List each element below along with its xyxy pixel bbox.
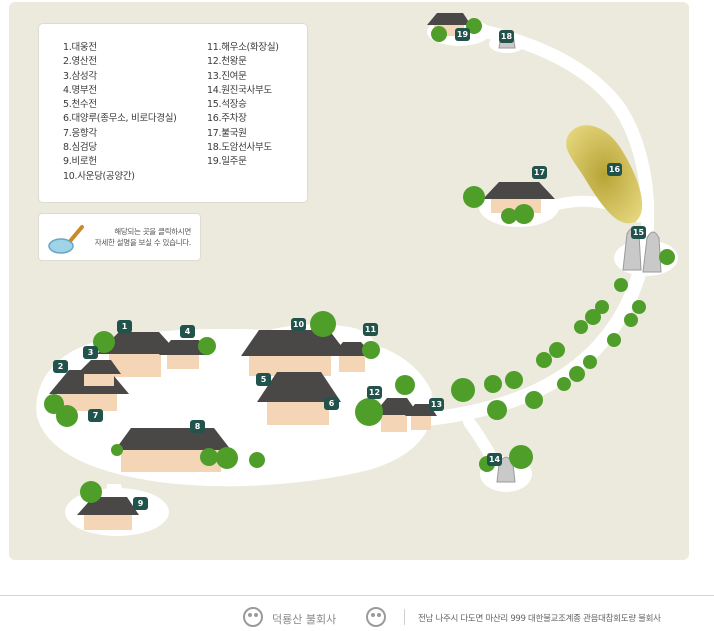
legend-item[interactable]: 17.불국원 — [207, 127, 247, 139]
footer-logo-text: 덕룡산 불회사 — [272, 613, 337, 626]
marker-9[interactable]: 9 — [133, 497, 148, 510]
marker-4[interactable]: 4 — [180, 325, 195, 338]
hint-line-2: 자세한 설명을 보실 수 있습니다. — [94, 238, 192, 247]
legend-item[interactable]: 18.도암선사부도 — [207, 142, 272, 154]
marker-18[interactable]: 18 — [499, 30, 514, 43]
legend-item[interactable]: 4.명부전 — [63, 84, 97, 96]
legend-item[interactable]: 2.영산전 — [63, 56, 97, 68]
marker-7[interactable]: 7 — [88, 409, 103, 422]
footer-address: 전남 나주시 다도면 마산리 999 대한불교조계종 관음대참회도량 불회사 — [418, 614, 661, 624]
legend-item[interactable]: 10.사운당(공양간) — [63, 170, 135, 182]
hint-box: 해당되는 곳을 클릭하시면 자세한 설명을 보실 수 있습니다. — [38, 213, 201, 261]
stone-figures — [496, 30, 662, 483]
magnifier-icon — [48, 225, 84, 254]
legend-item[interactable]: 19.일주문 — [207, 156, 247, 168]
footer-divider — [0, 595, 714, 596]
legend-item[interactable]: 1.대웅전 — [63, 42, 97, 53]
marker-1[interactable]: 1 — [117, 320, 132, 333]
building-group — [49, 13, 555, 530]
legend-item[interactable]: 16.주차장 — [207, 113, 247, 125]
marker-15[interactable]: 15 — [631, 226, 646, 239]
hint-line-1: 해당되는 곳을 클릭하시면 — [114, 227, 191, 236]
legend-item[interactable]: 6.대양루(종무소, 비로다경실) — [63, 113, 177, 125]
legend-item[interactable]: 8.심검당 — [63, 142, 97, 154]
trees — [44, 18, 675, 503]
legend-list-right: 11.해우소(화장실) 12.천왕문 13.진여문 14.원진국사부도 15.석장승 16… — [207, 41, 279, 170]
marker-12[interactable]: 12 — [367, 386, 382, 399]
map-illustration — [36, 13, 678, 536]
legend-box: 1.대웅전 2.영산전 3.삼성각 4.명부전 5.천수전 6.대양루(종무소, 비로다경… — [38, 23, 308, 203]
marker-5[interactable]: 5 — [256, 373, 271, 386]
marker-11[interactable]: 11 — [363, 323, 378, 336]
marker-16[interactable]: 16 — [607, 163, 622, 176]
legend-item[interactable]: 15.석장승 — [207, 99, 247, 111]
legend-item[interactable]: 13.진여문 — [207, 70, 247, 82]
legend-item[interactable]: 12.천왕문 — [207, 56, 247, 68]
marker-14[interactable]: 14 — [487, 453, 502, 466]
marker-13[interactable]: 13 — [429, 398, 444, 411]
legend-item[interactable]: 5.천수전 — [63, 99, 97, 111]
marker-8[interactable]: 8 — [190, 420, 205, 433]
temple-logo-icon — [243, 607, 386, 627]
footer-separator — [404, 609, 405, 625]
marker-10[interactable]: 10 — [291, 318, 306, 331]
temple-map: 1.대웅전 2.영산전 3.삼성각 4.명부전 5.천수전 6.대양루(종무소, 비로다경… — [9, 2, 689, 560]
parking-lot — [566, 125, 643, 224]
north-road — [472, 23, 655, 274]
marker-2[interactable]: 2 — [53, 360, 68, 373]
marker-3[interactable]: 3 — [83, 346, 98, 359]
legend-item[interactable]: 11.해우소(화장실) — [207, 42, 279, 53]
east-road — [412, 260, 648, 427]
legend-item[interactable]: 9.비로헌 — [63, 156, 97, 168]
legend-item[interactable]: 14.원진국사부도 — [207, 84, 272, 96]
legend-item[interactable]: 7.응향각 — [63, 127, 97, 139]
legend-item[interactable]: 3.삼성각 — [63, 70, 97, 82]
marker-6[interactable]: 6 — [324, 397, 339, 410]
marker-19[interactable]: 19 — [455, 28, 470, 41]
marker-17[interactable]: 17 — [532, 166, 547, 179]
legend-list-left: 1.대웅전 2.영산전 3.삼성각 4.명부전 5.천수전 6.대양루(종무소, 비로다경… — [63, 41, 177, 184]
